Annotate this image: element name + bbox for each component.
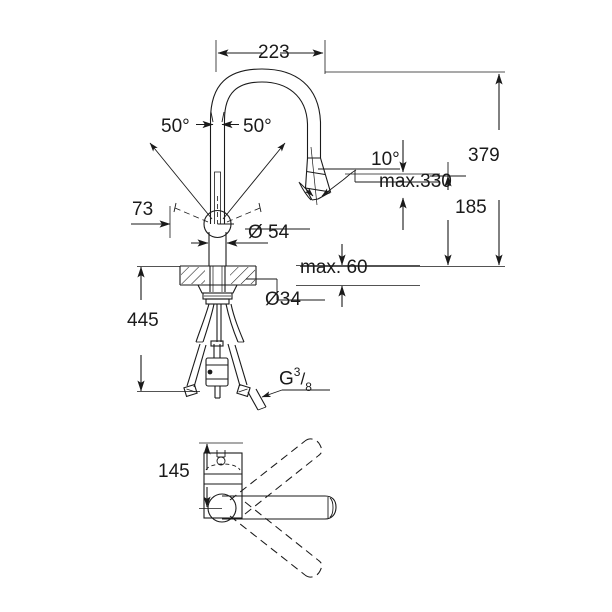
dim-223 [215,40,326,74]
hose-connector-block [205,340,229,399]
pull-down-spray-head [304,157,332,201]
countertop-section [179,265,257,286]
thread-slash: / [300,369,306,389]
dim-145 [199,442,243,509]
leader-hole-34 [246,278,325,301]
dim-label-185: 185 [455,197,487,218]
dim-label-swivel-left: 50° [161,116,190,137]
left-supply-hose [183,343,207,398]
supply-hose-bundle [195,303,245,343]
threaded-shank [209,266,226,292]
right-supply-hose [227,343,267,411]
dim-label-145: 145 [158,461,190,482]
dim-label-g38: G3/8 [279,365,312,395]
lever-handle-view [199,438,337,578]
dim-label-223: 223 [258,42,290,63]
swivel-range-indicators [149,111,286,223]
dim-label-max330: max.330 [379,171,452,192]
tap-base-body [208,232,227,266]
dim-label-73: 73 [132,199,154,220]
leader-g38 [261,389,330,398]
tap-riser-column [209,120,226,224]
mounting-nut-stack [197,284,238,305]
dim-label-54: Ø 54 [248,222,290,243]
dim-label-379: 379 [468,145,500,166]
thread-numerator: 3 [293,365,301,379]
spout-gooseneck [209,68,322,158]
thread-prefix: G [279,368,294,390]
thread-denominator: 8 [305,380,312,395]
dim-54 [191,228,310,247]
dim-label-34: Ø34 [265,289,301,310]
dim-label-swivel-right: 50° [243,116,272,137]
dim-label-10deg: 10° [371,149,400,170]
dim-185 [430,162,466,266]
dim-max60 [296,244,420,307]
dim-73 [131,206,171,238]
dim-label-445: 445 [127,310,159,331]
swivel-joint-ball [203,209,234,239]
dim-max330 [345,140,440,230]
dim-label-max60: max. 60 [300,257,368,278]
dim-445 [137,266,200,392]
